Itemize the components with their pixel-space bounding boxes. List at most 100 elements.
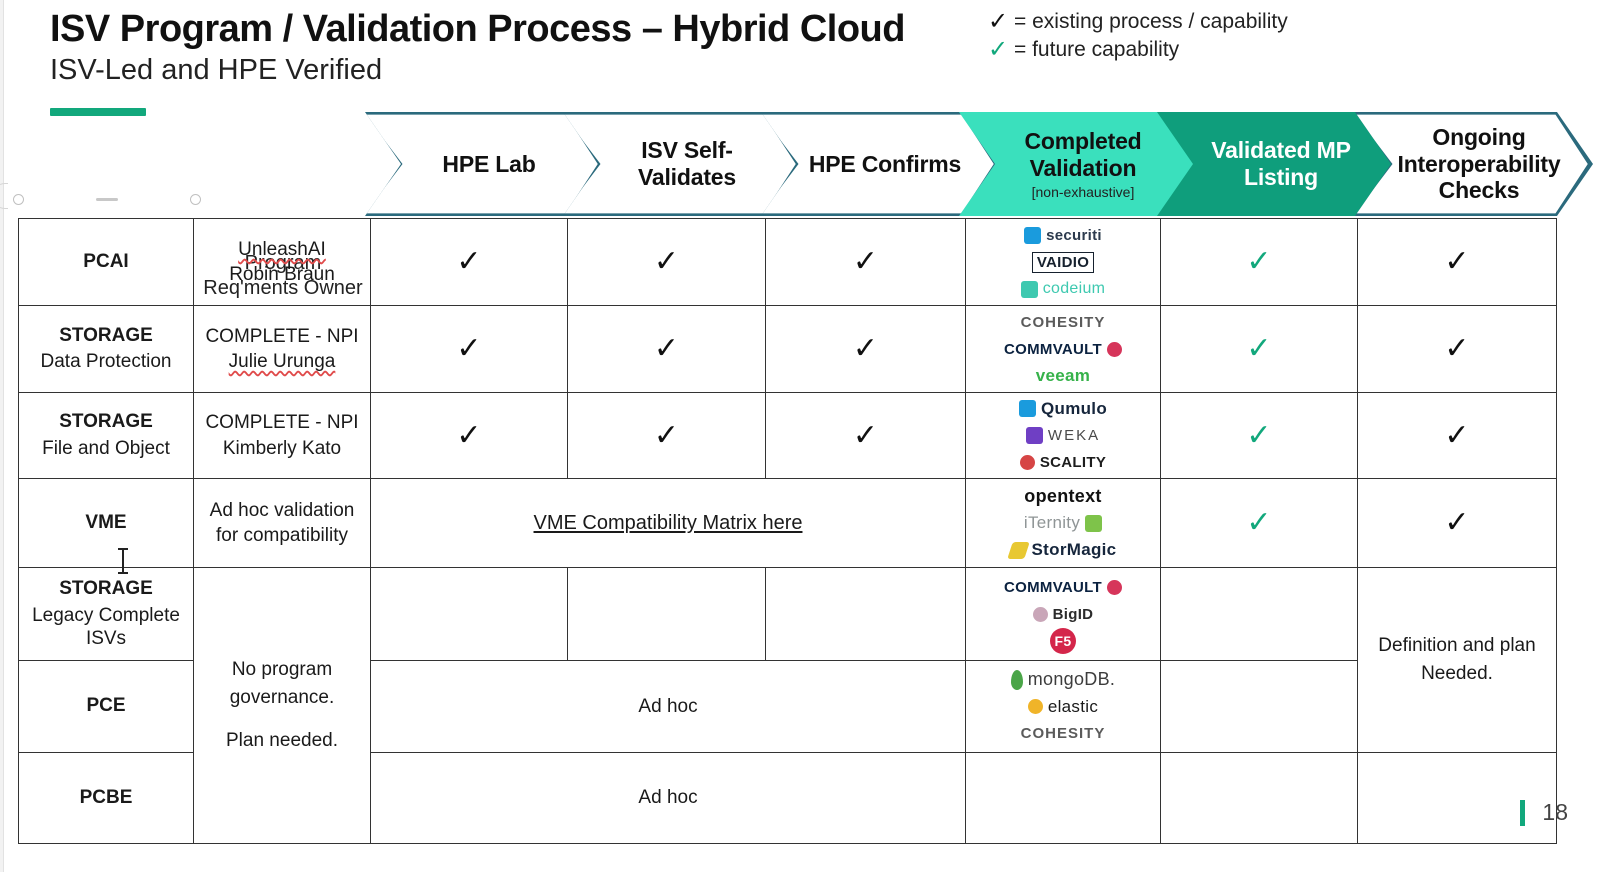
cell-ongoing: ✓	[1357, 392, 1557, 479]
logo-codeium: codeium	[1020, 279, 1106, 300]
check-icon: ✓	[653, 418, 680, 452]
stage-label: Ongoing Interoperability Checks	[1397, 123, 1561, 204]
page-left-rule	[3, 0, 4, 872]
page-number: 18	[1520, 799, 1568, 826]
logo-label: BigID	[1052, 605, 1094, 623]
commvault-icon	[1106, 341, 1122, 357]
chevron-fill	[761, 112, 999, 216]
table-row: VME Ad hoc validation for compatibility …	[18, 478, 1557, 568]
selection-handle[interactable]	[13, 194, 24, 205]
stage-label: Validated MP Listing	[1211, 137, 1351, 190]
rotate-handle[interactable]	[0, 183, 8, 209]
table-row: PCBE Ad hoc	[18, 752, 1557, 844]
table-row: STORAGE File and Object COMPLETE - NPI K…	[18, 392, 1557, 479]
scality-icon	[1019, 455, 1035, 470]
validation-matrix-table: PCAI UnleashAI Robin Braun ✓ ✓ ✓ securit…	[18, 218, 1557, 844]
cell-hpe-confirms	[765, 567, 966, 661]
logo-mongodb: mongoDB.	[1010, 669, 1115, 690]
cell-pce-adhoc: Ad hoc	[370, 660, 966, 753]
legend: ✓ = existing process / capability ✓ = fu…	[988, 8, 1288, 64]
cell-hpe-lab	[370, 567, 568, 661]
row-category-storage-data-protection: STORAGE Data Protection	[18, 305, 194, 393]
row-owner-pcai: UnleashAI Robin Braun	[193, 218, 371, 306]
cell-hpe-confirms: ✓	[765, 305, 966, 393]
category-label: STORAGE	[59, 324, 153, 346]
row-owner-storage-file-and-object: COMPLETE - NPI Kimberly Kato	[193, 392, 371, 479]
stage-chevron-validated-mp-listing[interactable]: Validated MP Listing	[1157, 112, 1395, 216]
cell-isv-self: ✓	[567, 392, 766, 479]
cell-isv-self	[567, 567, 766, 661]
cell-ongoing-note: Definition and plan Needed.	[1357, 567, 1557, 753]
cell-pcbe-adhoc: Ad hoc	[370, 752, 966, 844]
owner-line1: Ad hoc validation	[209, 499, 355, 521]
logo-commvault: COMMVAULT	[1004, 577, 1122, 598]
check-icon: ✓	[1246, 418, 1272, 452]
logo-label: Qumulo	[1040, 398, 1107, 418]
check-icon: ✓	[852, 332, 879, 365]
category-sublabel: Legacy Complete ISVs	[32, 604, 180, 649]
check-icon: ✓	[988, 8, 1009, 35]
logo-veeam: veeam	[1036, 366, 1090, 387]
cell-ongoing: ✓	[1357, 218, 1557, 306]
cell-hpe-confirms: ✓	[765, 392, 966, 479]
stage-chevron-hpe-confirms[interactable]: HPE Confirms	[761, 112, 999, 216]
selection-handle[interactable]	[96, 198, 118, 201]
securiti-icon	[1024, 226, 1042, 244]
cell-isv-self: ✓	[567, 218, 766, 306]
title-block: ISV Program / Validation Process – Hybri…	[50, 8, 980, 87]
check-icon: ✓	[1444, 506, 1470, 539]
logo-bigid: BigID	[1032, 604, 1094, 625]
logo-label: COMMVAULT	[1004, 578, 1102, 596]
check-icon: ✓	[1246, 506, 1272, 539]
cell-ongoing: ✓	[1357, 478, 1557, 568]
elastic-icon	[1027, 699, 1043, 714]
cell-completed-validation: COMMVAULT BigID F5	[965, 567, 1161, 661]
logo-label: StorMagic	[1031, 540, 1117, 559]
owner-line2: Robin Braun	[229, 264, 335, 285]
row-category-storage-file-and-object: STORAGE File and Object	[18, 392, 194, 479]
category-label: PCE	[86, 695, 126, 717]
spacer	[198, 711, 366, 727]
category-label: STORAGE	[59, 411, 153, 433]
check-icon: ✓	[988, 36, 1009, 63]
owner-line1: COMPLETE - NPI	[205, 412, 359, 434]
cell-ongoing: ✓	[1357, 305, 1557, 393]
governance-note-line2: Plan needed.	[226, 730, 338, 752]
category-sublabel: Data Protection	[40, 351, 172, 373]
cell-hpe-lab: ✓	[370, 305, 568, 393]
page-subtitle: ISV-Led and HPE Verified	[50, 53, 383, 86]
stage-sublabel: [non-exhaustive]	[1031, 184, 1135, 201]
logo-cohesity: COHESITY	[1021, 312, 1106, 333]
logo-securiti: securiti	[1024, 225, 1102, 246]
vme-compatibility-matrix-link[interactable]: VME Compatibility Matrix here	[533, 511, 803, 534]
owner-line2: Kimberly Kato	[222, 437, 342, 459]
selection-handle[interactable]	[190, 194, 201, 205]
logo-stack: Qumulo WEKA SCALITY	[970, 398, 1156, 473]
stage-chevron-isv-self-validates[interactable]: ISV Self-Validates	[563, 112, 801, 216]
cell-validated-mp	[1160, 752, 1358, 844]
row-owner-vme: Ad hoc validation for compatibility	[193, 478, 371, 568]
category-label: STORAGE	[59, 577, 153, 599]
codeium-icon	[1020, 280, 1038, 298]
cell-validated-mp	[1160, 660, 1358, 753]
logo-label: iTernity	[1023, 513, 1081, 532]
category-sublabel: File and Object	[42, 437, 170, 459]
process-stage-header: Program Req'ments Owner HPE Lab ISV Self…	[0, 112, 1614, 299]
logo-label: VAIDIO	[1031, 251, 1095, 273]
check-icon: ✓	[1246, 332, 1272, 365]
stage-chevron-completed-validation[interactable]: Completed Validation [non-exhaustive]	[959, 112, 1197, 216]
logo-qumulo: Qumulo	[1018, 398, 1107, 419]
logo-label: COHESITY	[1020, 313, 1106, 331]
table-row: PCAI UnleashAI Robin Braun ✓ ✓ ✓ securit…	[18, 218, 1557, 306]
logo-label: securiti	[1046, 226, 1102, 244]
row-owner-storage-data-protection: COMPLETE - NPI Julie Urunga	[193, 305, 371, 393]
check-icon: ✓	[456, 418, 482, 452]
logo-stormagic: StorMagic	[1006, 540, 1117, 561]
iternity-icon	[1085, 514, 1103, 532]
check-icon: ✓	[653, 332, 680, 365]
logo-elastic: elastic	[1027, 696, 1098, 717]
stage-chevron-hpe-lab[interactable]: HPE Lab	[365, 112, 603, 216]
cell-vme-compatibility-link[interactable]: VME Compatibility Matrix here	[370, 478, 966, 568]
stage-chevron-ongoing-interoperability-checks[interactable]: Ongoing Interoperability Checks	[1355, 112, 1593, 216]
cell-validated-mp: ✓	[1160, 218, 1358, 306]
